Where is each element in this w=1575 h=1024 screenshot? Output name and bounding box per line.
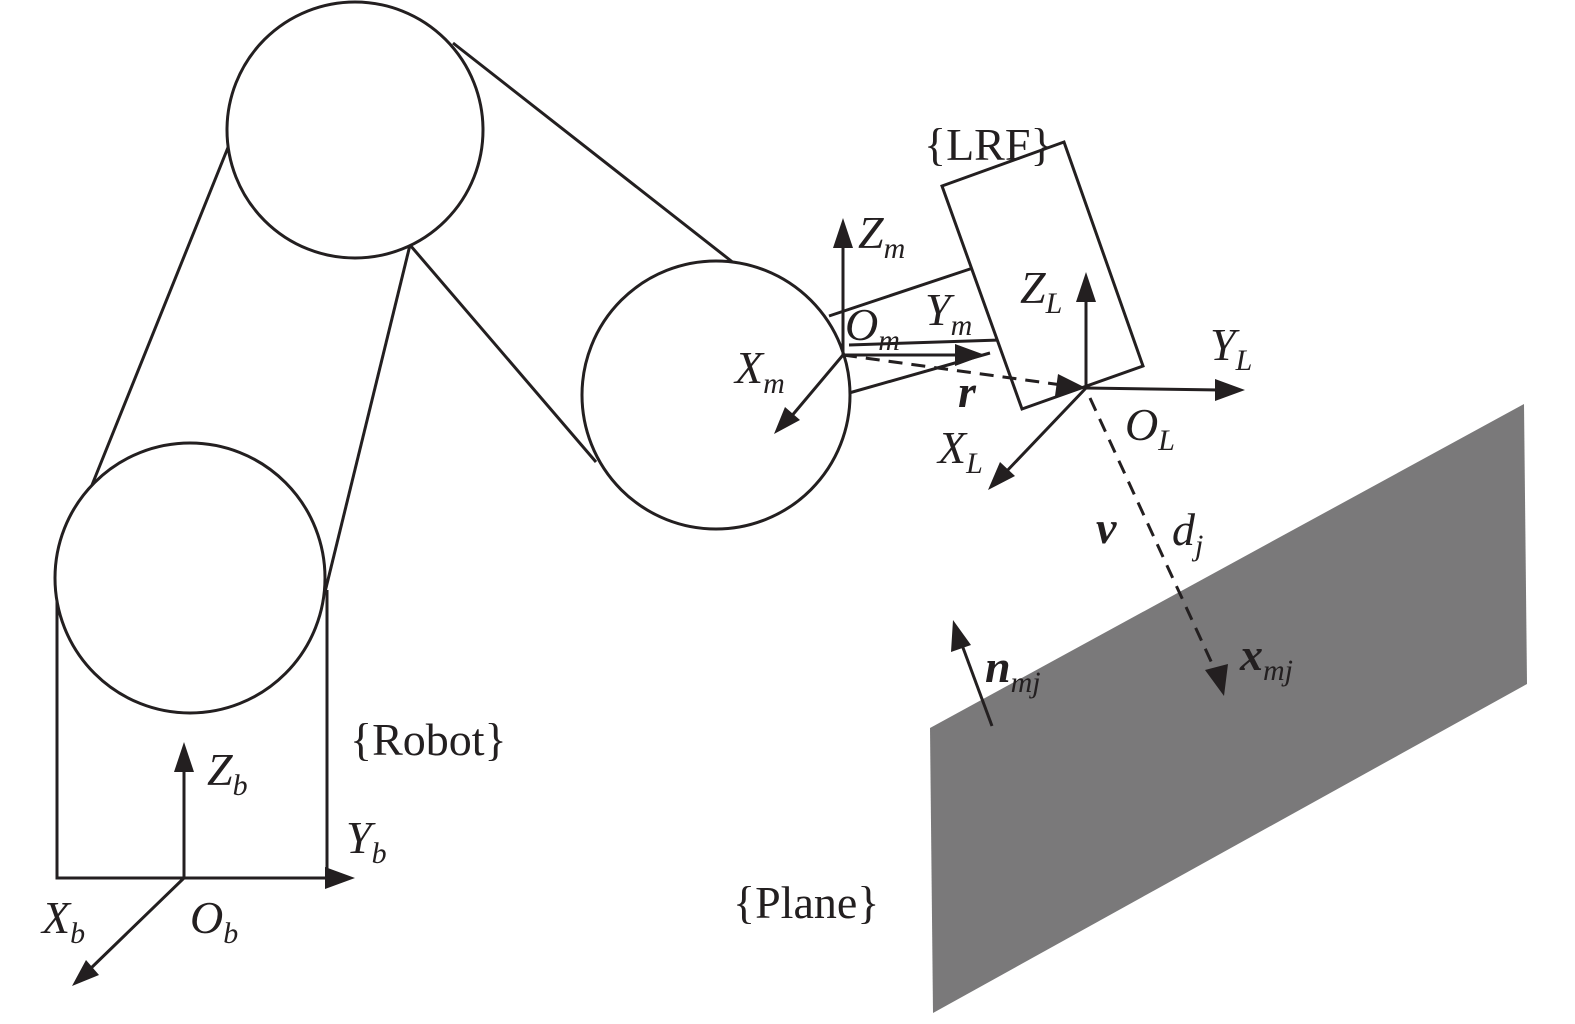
v-vector-arrowhead xyxy=(1205,664,1228,696)
mount-y-label: Ym xyxy=(925,284,972,342)
base-origin-label: Ob xyxy=(190,892,238,950)
link-base-upper-left xyxy=(90,139,233,486)
base-y-arrowhead xyxy=(325,867,355,889)
normal-vector-label: nmj xyxy=(985,641,1041,699)
link-upper-elbow-top xyxy=(452,41,736,266)
lrf-x-label: XL xyxy=(936,422,983,480)
link-base-upper-right xyxy=(323,244,412,593)
lrf-origin-label: OL xyxy=(1125,399,1175,457)
mount-x-label: Xm xyxy=(733,342,785,400)
lrf-x-arrowhead xyxy=(988,462,1015,490)
base-z-label: Zb xyxy=(207,744,248,802)
v-vector xyxy=(1088,397,1217,671)
mount-origin-label: Om xyxy=(845,299,900,357)
joint-base-circle xyxy=(53,441,327,715)
mount-y-arrowhead xyxy=(955,344,985,366)
link-upper-elbow-bottom xyxy=(408,244,598,463)
lrf-z-label: ZL xyxy=(1020,262,1062,320)
mount-z-arrowhead xyxy=(833,218,853,248)
mount-bracket-top xyxy=(828,266,974,318)
base-z-arrowhead xyxy=(174,742,194,772)
joint-upper-circle xyxy=(225,0,485,260)
v-vector-label: v xyxy=(1096,502,1117,553)
robot-frame-label: {Robot} xyxy=(350,714,507,765)
mount-x-axis xyxy=(788,354,845,419)
base-x-axis xyxy=(86,876,186,973)
normal-vector-arrowhead xyxy=(951,620,971,652)
plane-surface xyxy=(930,404,1527,1013)
lrf-y-axis xyxy=(1085,386,1221,392)
base-x-arrowhead xyxy=(72,960,99,986)
r-vector-label: r xyxy=(958,366,977,417)
lrf-x-axis xyxy=(1002,386,1088,476)
base-x-label: Xb xyxy=(40,892,85,950)
lrf-box xyxy=(940,140,1145,411)
joint-elbow-circle xyxy=(580,259,852,531)
lrf-frame-label: {LRF} xyxy=(924,119,1053,170)
plane-frame-label: {Plane} xyxy=(733,877,879,928)
d-distance-label: dj xyxy=(1172,504,1203,562)
mount-x-arrowhead xyxy=(774,407,800,434)
base-y-label: Yb xyxy=(346,812,387,870)
lrf-y-label: YL xyxy=(1210,319,1252,377)
r-vector xyxy=(842,353,1063,387)
x-point-label: xmj xyxy=(1239,629,1293,687)
r-vector-arrowhead xyxy=(1055,374,1086,396)
mount-bracket-middle xyxy=(848,338,1001,347)
mount-z-label: Zm xyxy=(858,207,905,265)
lrf-z-arrowhead xyxy=(1076,272,1096,302)
normal-vector xyxy=(960,644,994,727)
lrf-y-arrowhead xyxy=(1215,379,1245,401)
